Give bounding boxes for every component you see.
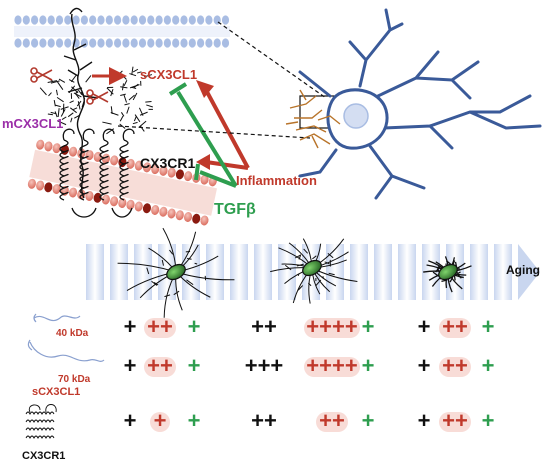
microglia-stage-3 <box>423 256 472 293</box>
marker-cell: + <box>154 408 167 433</box>
marker-cell: + <box>124 353 137 378</box>
marker-highlight <box>304 357 360 377</box>
marker-cell: + <box>418 408 431 433</box>
scx3cl1-bottom-label: sCX3CL1 <box>32 386 80 398</box>
marker-highlight <box>439 318 471 338</box>
marker-cell: + <box>188 353 201 378</box>
marker-cell: + <box>188 408 201 433</box>
neuron-nucleus <box>343 103 369 129</box>
marker-cell: ++++ <box>306 353 357 378</box>
marker-cell: + <box>362 408 375 433</box>
marker-cell: + <box>362 314 375 339</box>
tgfb-label: TGFβ <box>214 201 256 218</box>
cx3cr1-top-label: CX3CR1 <box>140 155 195 171</box>
marker-cell: ++++ <box>306 314 357 339</box>
scx3cl1-70kda-icon <box>27 339 105 363</box>
marker-cell: + <box>482 314 495 339</box>
marker-cell: + <box>482 353 495 378</box>
microglia-stage-1 <box>117 227 235 318</box>
marker-cell: ++ <box>251 408 277 433</box>
kda70-label: 70 kDa <box>58 374 91 385</box>
mcx3cl1-label: mCX3CL1 <box>2 116 63 131</box>
scx3cl1-40kda-icon <box>33 313 81 323</box>
marker-cell: + <box>188 314 201 339</box>
marker-cell: ++ <box>147 314 173 339</box>
neuron <box>298 8 542 200</box>
inflammation-label: Inflammation <box>236 173 317 188</box>
marker-cell: ++ <box>319 408 345 433</box>
marker-cell: ++ <box>442 314 468 339</box>
marker-cell: + <box>482 408 495 433</box>
marker-cell: + <box>124 408 137 433</box>
marker-cell: ++ <box>442 353 468 378</box>
marker-highlight <box>144 357 176 377</box>
marker-highlight <box>150 412 170 432</box>
cell-membrane <box>14 15 230 48</box>
marker-cell: + <box>362 353 375 378</box>
marker-cell: + <box>124 314 137 339</box>
marker-cell: ++ <box>251 314 277 339</box>
scissors-icon <box>30 67 53 83</box>
scissors-icon <box>86 89 109 105</box>
cx3cr1-receptor <box>59 128 135 218</box>
marker-cell: ++ <box>147 353 173 378</box>
marker-highlight <box>439 357 471 377</box>
marker-highlight <box>439 412 471 432</box>
marker-highlight <box>304 318 360 338</box>
marker-table: ++++++++++++++++++++++++++++++++++++++++… <box>124 314 495 433</box>
microglia-stage-2 <box>270 238 358 304</box>
cx3cr1-legend-icon <box>25 404 57 440</box>
marker-highlight <box>144 318 176 338</box>
microglia-processes <box>285 89 341 149</box>
regulation-arrows <box>168 80 250 188</box>
glycan-brush-left <box>39 75 92 126</box>
aging-label: Aging <box>506 263 540 277</box>
marker-cell: +++ <box>245 353 284 378</box>
marker-cell: + <box>418 314 431 339</box>
zoom-line-bottom <box>117 125 311 139</box>
zoom-line-top <box>217 21 327 99</box>
scx3cl1-top-label: sCX3CL1 <box>140 67 197 82</box>
cx3cr1-bottom-label: CX3CR1 <box>22 450 65 462</box>
kda40-label: 40 kDa <box>56 328 89 339</box>
marker-highlight <box>316 412 348 432</box>
marker-cell: ++ <box>442 408 468 433</box>
marker-cell: + <box>418 353 431 378</box>
